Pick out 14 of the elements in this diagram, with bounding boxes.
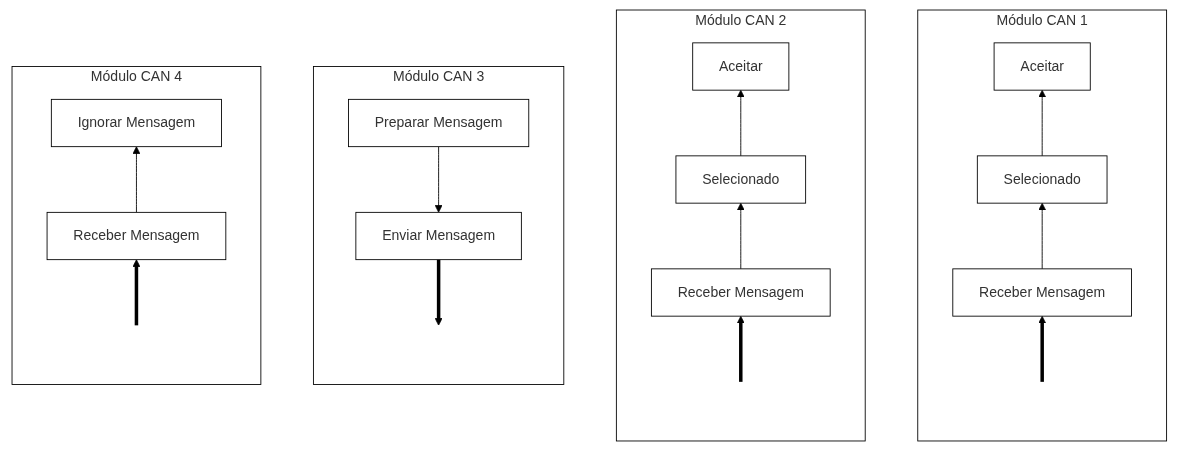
arrow [736, 315, 745, 382]
node-box: Receber Mensagem [46, 211, 226, 260]
node-box: Selecionado [976, 154, 1108, 204]
node-box: Selecionado [675, 154, 806, 204]
node-box: Enviar Mensagem [355, 211, 522, 260]
arrow [1038, 315, 1046, 382]
node-box: Receber Mensagem [952, 267, 1132, 317]
node-box: Aceitar [993, 41, 1091, 91]
node-box: Receber Mensagem [650, 267, 831, 317]
node-box: Aceitar [691, 41, 789, 91]
arrow [434, 259, 443, 326]
node-box: Preparar Mensagem [347, 98, 529, 147]
arrow [132, 258, 140, 325]
node-box: Ignorar Mensagem [50, 98, 222, 147]
